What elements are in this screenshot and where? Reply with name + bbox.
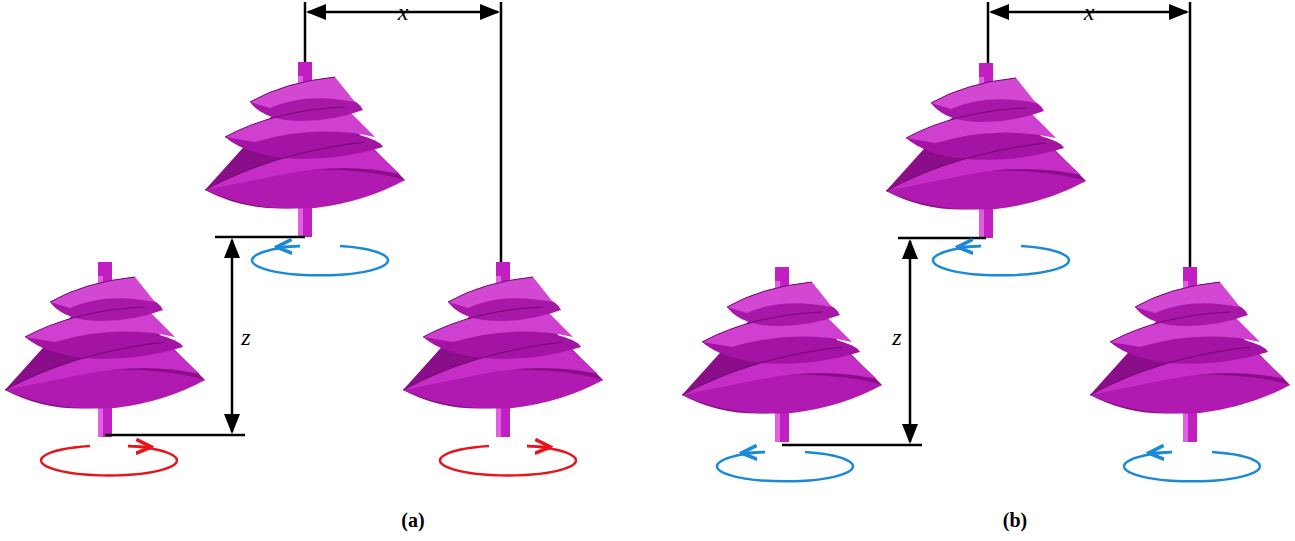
rotor bbox=[5, 262, 205, 437]
panel-label: (b) bbox=[1003, 510, 1027, 530]
rotor bbox=[1090, 267, 1290, 442]
rotor bbox=[403, 262, 603, 437]
rotor bbox=[682, 267, 882, 442]
dimension-label: z bbox=[892, 325, 901, 349]
dimension-label: z bbox=[241, 325, 250, 349]
rotation-arrows bbox=[41, 246, 576, 475]
rotation-arrows bbox=[717, 246, 1260, 481]
rotor bbox=[886, 63, 1086, 238]
dimension-lines bbox=[105, 2, 501, 435]
dimension-label: x bbox=[1084, 0, 1095, 24]
dimension-label: x bbox=[398, 0, 409, 24]
rotor bbox=[205, 62, 405, 237]
panel-label: (a) bbox=[401, 510, 424, 530]
dimension-lines bbox=[782, 2, 1190, 445]
